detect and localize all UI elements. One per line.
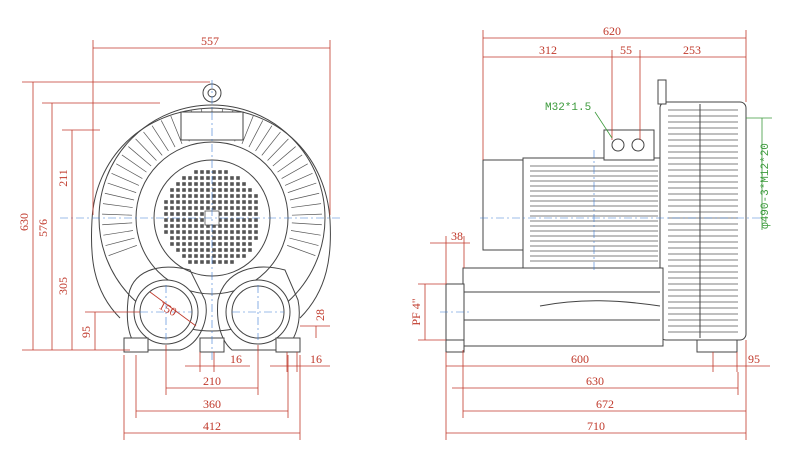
dim-16-right: 16 bbox=[310, 352, 322, 366]
dim-38: 38 bbox=[451, 229, 463, 243]
side-foot-right bbox=[696, 339, 738, 353]
foot-left bbox=[123, 337, 149, 353]
dim-253: 253 bbox=[683, 43, 701, 57]
side-housing-fins bbox=[668, 104, 738, 338]
dim-672: 672 bbox=[596, 397, 614, 411]
side-view: 620 312 55 253 M32*1.5 φ490-3*M12*20 38 bbox=[409, 24, 772, 440]
dim-412: 412 bbox=[203, 419, 221, 433]
dim-210: 210 bbox=[203, 374, 221, 388]
dim-557: 557 bbox=[201, 34, 219, 48]
note-bolt-circle: φ490-3*M12*20 bbox=[760, 143, 772, 229]
dim-600: 600 bbox=[571, 352, 589, 366]
pipe-flange bbox=[445, 283, 465, 347]
port-housing-right bbox=[217, 266, 300, 351]
dim-211: 211 bbox=[56, 169, 70, 187]
dim-16-left: 16 bbox=[230, 352, 242, 366]
dim-576: 576 bbox=[36, 219, 50, 237]
note-cable-gland: M32*1.5 bbox=[545, 102, 591, 114]
front-housing bbox=[60, 80, 340, 360]
dim-95: 95 bbox=[79, 326, 93, 338]
front-dimensions: 557 630 576 211 305 95 150 28 bbox=[17, 34, 331, 440]
fan-grille bbox=[164, 170, 258, 264]
side-foot-left bbox=[445, 339, 465, 353]
side-body bbox=[440, 79, 760, 353]
dim-305: 305 bbox=[56, 277, 70, 295]
cable-gland-2 bbox=[631, 138, 645, 152]
dim-710: 710 bbox=[587, 419, 605, 433]
front-view: 557 630 576 211 305 95 150 28 bbox=[17, 34, 340, 440]
port-housing-left bbox=[126, 266, 207, 351]
dim-630-side: 630 bbox=[586, 374, 604, 388]
dim-95-side: 95 bbox=[748, 352, 760, 366]
side-dimensions: 620 312 55 253 M32*1.5 φ490-3*M12*20 38 bbox=[409, 24, 772, 440]
blower-housing-side bbox=[659, 101, 747, 341]
motor-body bbox=[522, 157, 664, 269]
base-duct bbox=[462, 267, 664, 347]
dim-28: 28 bbox=[313, 309, 327, 321]
dim-630: 630 bbox=[17, 213, 31, 231]
foot-right bbox=[275, 337, 301, 353]
dim-pf: PF 4" bbox=[409, 298, 423, 325]
dim-620: 620 bbox=[603, 24, 621, 38]
dim-312: 312 bbox=[539, 43, 557, 57]
dim-360: 360 bbox=[203, 397, 221, 411]
cable-gland-1 bbox=[611, 138, 625, 152]
side-lifting-eye bbox=[657, 79, 667, 105]
dim-55: 55 bbox=[620, 43, 632, 57]
motor-end-cap bbox=[482, 159, 524, 251]
